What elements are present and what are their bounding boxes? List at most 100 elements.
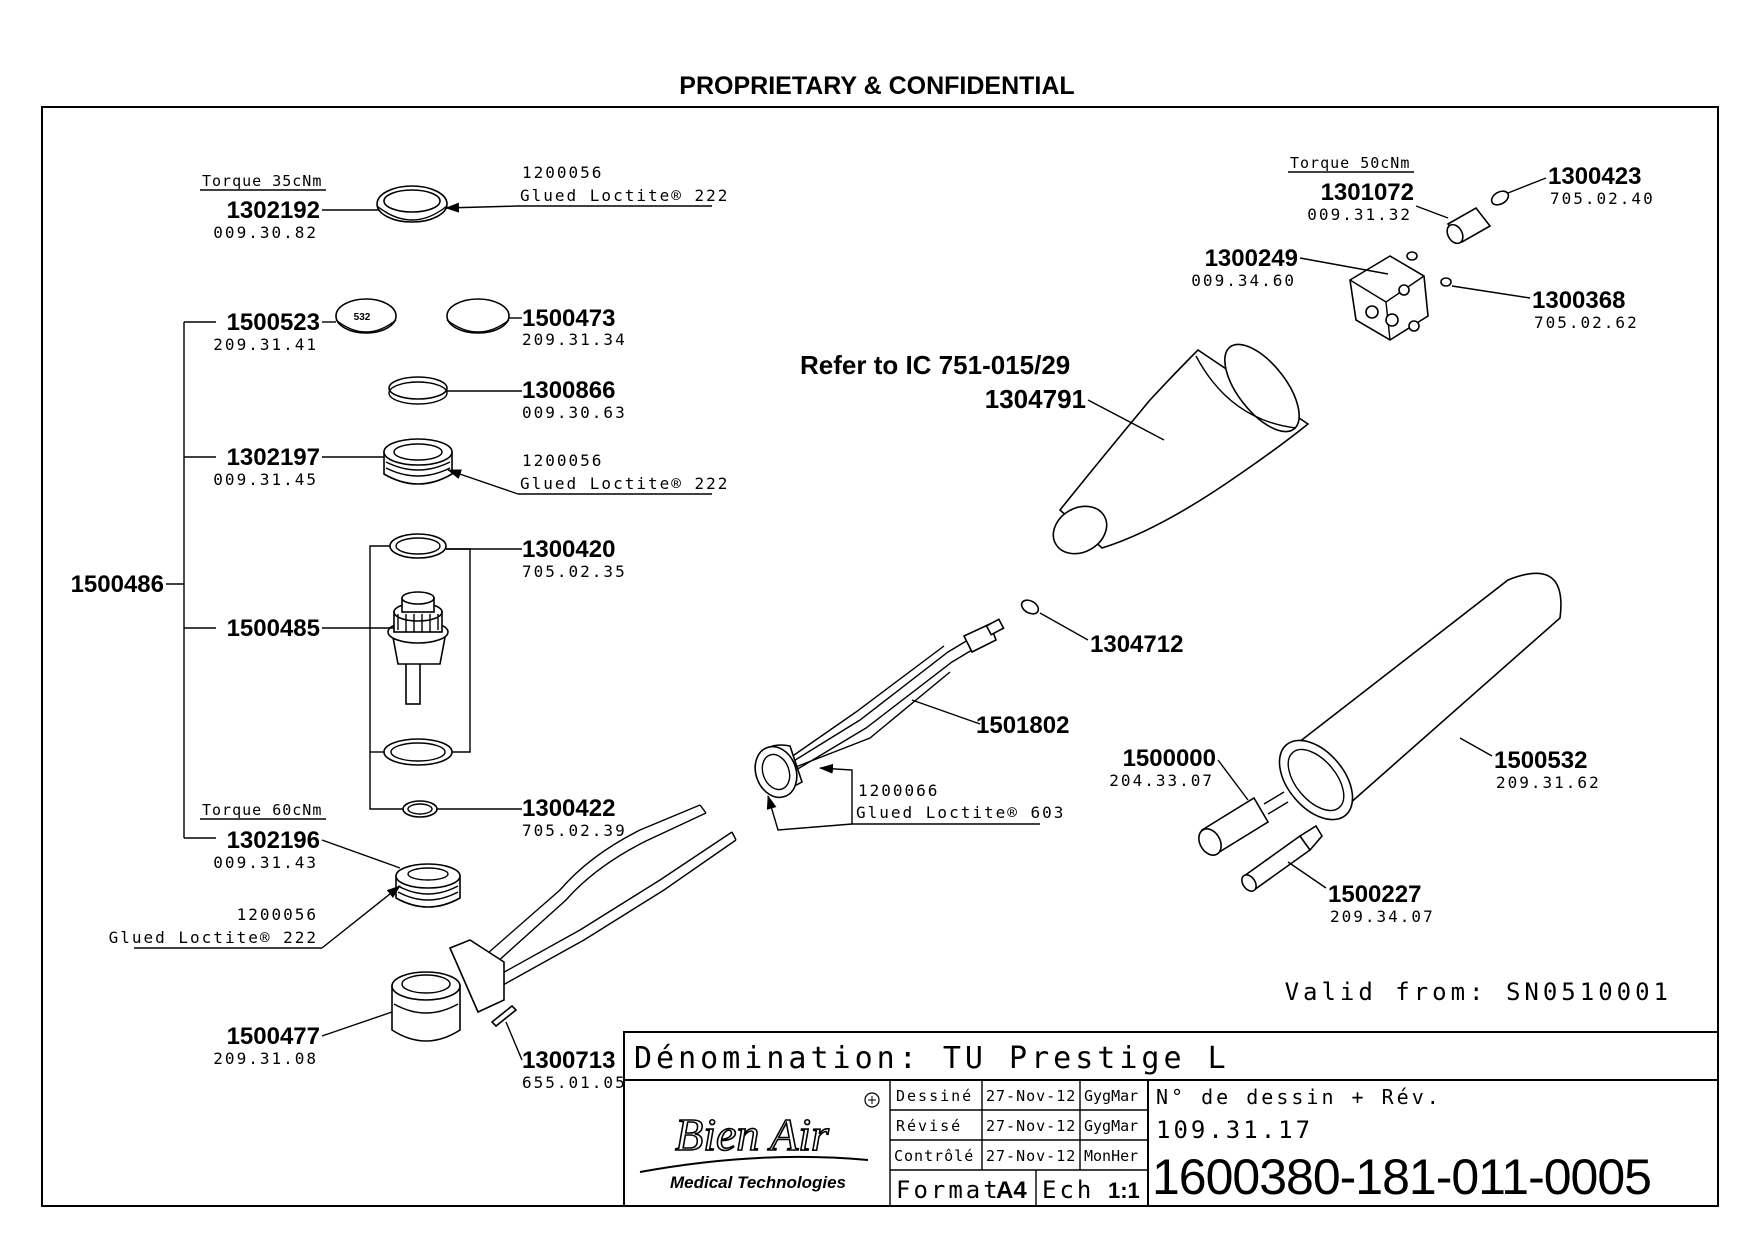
callout-1300422: 1300422 705.02.39 — [437, 795, 627, 840]
registered-mark-icon — [864, 1092, 880, 1108]
part-number-1500000: 1500000 — [1123, 745, 1216, 772]
row-date-checked: 27-Nov-12 — [986, 1147, 1076, 1165]
glue-callout-bottom: 1200056 Glued Loctite® 222 — [109, 885, 401, 949]
part-rotor — [387, 591, 449, 705]
part-sleeve-1500532 — [1278, 572, 1562, 821]
part-lamp-1500000 — [1198, 791, 1289, 856]
row-who-drawn: GygMar — [1084, 1087, 1138, 1105]
part-tubes — [479, 804, 737, 991]
part-number-1300713: 1300713 — [522, 1047, 615, 1074]
glue-text-spray: Glued Loctite® 603 — [856, 803, 1065, 822]
row-who-revised: GygMar — [1084, 1117, 1138, 1135]
callout-1302197: 1302197 009.31.45 — [213, 444, 384, 489]
glue-code-bottom: 1200056 — [237, 905, 318, 924]
part-ref-1500000: 204.33.07 — [1109, 771, 1214, 790]
part-number-1300422: 1300422 — [522, 795, 615, 822]
part-small-o-ring — [402, 800, 438, 818]
part-ref-1500227: 209.34.07 — [1330, 907, 1435, 926]
part-number-1300866: 1300866 — [522, 377, 615, 404]
glue-text-top: Glued Loctite® 222 — [520, 186, 729, 205]
callout-1300420: 1300420 705.02.35 — [446, 536, 627, 581]
glue-callout-middle: 1200056 Glued Loctite® 222 — [447, 451, 727, 495]
part-number-1300423: 1300423 — [1548, 163, 1641, 190]
part-nipple-1301072 — [1446, 206, 1492, 245]
refer-note: Refer to IC 751-015/29 — [800, 350, 1070, 380]
part-number-1500227: 1500227 — [1328, 881, 1421, 908]
drawing-short: 109.31.17 — [1156, 1116, 1313, 1144]
callout-1300866: 1300866 009.30.63 — [447, 377, 627, 422]
callout-1500485: 1500485 — [227, 615, 394, 642]
format-value: A4 — [996, 1177, 1027, 1204]
company-logo: Bien Air Medical Technologies — [639, 1092, 880, 1192]
part-ref-1500532: 209.31.62 — [1496, 773, 1601, 792]
part-number-1304712: 1304712 — [1090, 631, 1183, 658]
torque-60-label: Torque 60cNm — [202, 801, 322, 819]
cap-imprint: 532 — [354, 312, 371, 323]
callout-1300423: 1300423 705.02.40 — [1507, 163, 1653, 208]
part-number-1302196: 1302196 — [227, 827, 320, 854]
callout-1500473: 1500473 209.31.34 — [509, 305, 625, 349]
part-number-1302192: 1302192 — [227, 197, 320, 224]
part-cap-532: 532 — [335, 298, 397, 334]
part-number-1500532: 1500532 — [1494, 747, 1587, 774]
callout-1304791: Refer to IC 751-015/29 1304791 — [800, 350, 1165, 441]
part-spring-clip — [388, 376, 448, 405]
part-o-ring-1304712 — [1020, 599, 1040, 615]
row-who-checked: MonHer — [1084, 1147, 1138, 1165]
part-number-1500473: 1500473 — [522, 305, 615, 332]
callout-1300713: 1300713 655.01.05 — [505, 1021, 627, 1092]
part-ref-1300713: 655.01.05 — [522, 1073, 627, 1092]
part-o-ring-lower — [383, 738, 453, 766]
drawing-number: 1600380-181-011-0005 — [1152, 1149, 1651, 1205]
part-ref-1300420: 705.02.35 — [522, 562, 627, 581]
title-block: Dénomination: TU Prestige L Bien Air Med… — [623, 1031, 1719, 1207]
part-pin-1300713 — [490, 1004, 518, 1028]
glue-callout-spray: 1200066 Glued Loctite® 603 — [766, 763, 1065, 831]
part-number-1500485: 1500485 — [227, 615, 320, 642]
part-ref-1301072: 009.31.32 — [1307, 205, 1412, 224]
part-ref-1300368: 705.02.62 — [1534, 313, 1639, 332]
part-head-body — [391, 939, 505, 1042]
part-number-1301072: 1301072 — [1321, 179, 1414, 206]
callout-1301072: Torque 50cNm 1301072 009.31.32 — [1288, 154, 1449, 224]
part-number-1304791: 1304791 — [985, 384, 1086, 414]
callout-1500523: 1500523 209.31.41 — [213, 309, 336, 354]
scale-label: Ech — [1042, 1176, 1094, 1204]
tree-1500486: 1500486 — [71, 321, 216, 839]
part-retaining-ring — [376, 185, 448, 223]
glue-callout-top: 1200056 Glued Loctite® 222 — [445, 163, 729, 213]
callout-1302196: Torque 60cNm 1302196 009.31.43 — [200, 801, 401, 872]
logo-tagline: Medical Technologies — [670, 1173, 846, 1192]
part-lamp-holder-1500227 — [1241, 824, 1323, 892]
part-o-ring-1300423 — [1490, 190, 1510, 206]
torque-35-label: Torque 35cNm — [202, 172, 322, 190]
part-ref-1302196: 009.31.43 — [213, 853, 318, 872]
callout-1500227: 1500227 209.34.07 — [1287, 861, 1435, 926]
callout-1501802: 1501802 — [911, 699, 1069, 739]
row-date-drawn: 27-Nov-12 — [986, 1087, 1076, 1105]
part-number-1300420: 1300420 — [522, 536, 615, 563]
callout-1500477: 1500477 209.31.08 — [213, 1011, 393, 1068]
callout-1302192: Torque 35cNm 1302192 009.30.82 — [200, 172, 380, 242]
part-cap-plain — [446, 298, 510, 334]
glue-code-top: 1200056 — [522, 163, 603, 182]
callout-1500532: 1500532 209.31.62 — [1459, 737, 1601, 792]
part-ref-1500523: 209.31.41 — [213, 335, 318, 354]
part-ref-1300422: 705.02.39 — [522, 821, 627, 840]
row-label-drawn: Dessiné — [896, 1087, 973, 1105]
part-spray-ring — [754, 744, 803, 799]
row-label-checked: Contrôlé — [894, 1147, 974, 1165]
part-ref-1300249: 009.34.60 — [1191, 271, 1296, 290]
part-number-1500477: 1500477 — [227, 1023, 320, 1050]
page-title: PROPRIETARY & CONFIDENTIAL — [679, 72, 1074, 100]
denomination: Dénomination: TU Prestige L — [634, 1041, 1230, 1076]
scale-value: 1:1 — [1108, 1178, 1140, 1203]
part-ref-1500477: 209.31.08 — [213, 1049, 318, 1068]
glue-code-middle: 1200056 — [522, 451, 603, 470]
row-date-revised: 27-Nov-12 — [986, 1117, 1076, 1135]
part-number-1300249: 1300249 — [1205, 245, 1298, 272]
part-ref-1300866: 009.30.63 — [522, 403, 627, 422]
part-small-o-rings-coupling — [1406, 251, 1452, 287]
part-spray-tubes — [783, 618, 1005, 771]
